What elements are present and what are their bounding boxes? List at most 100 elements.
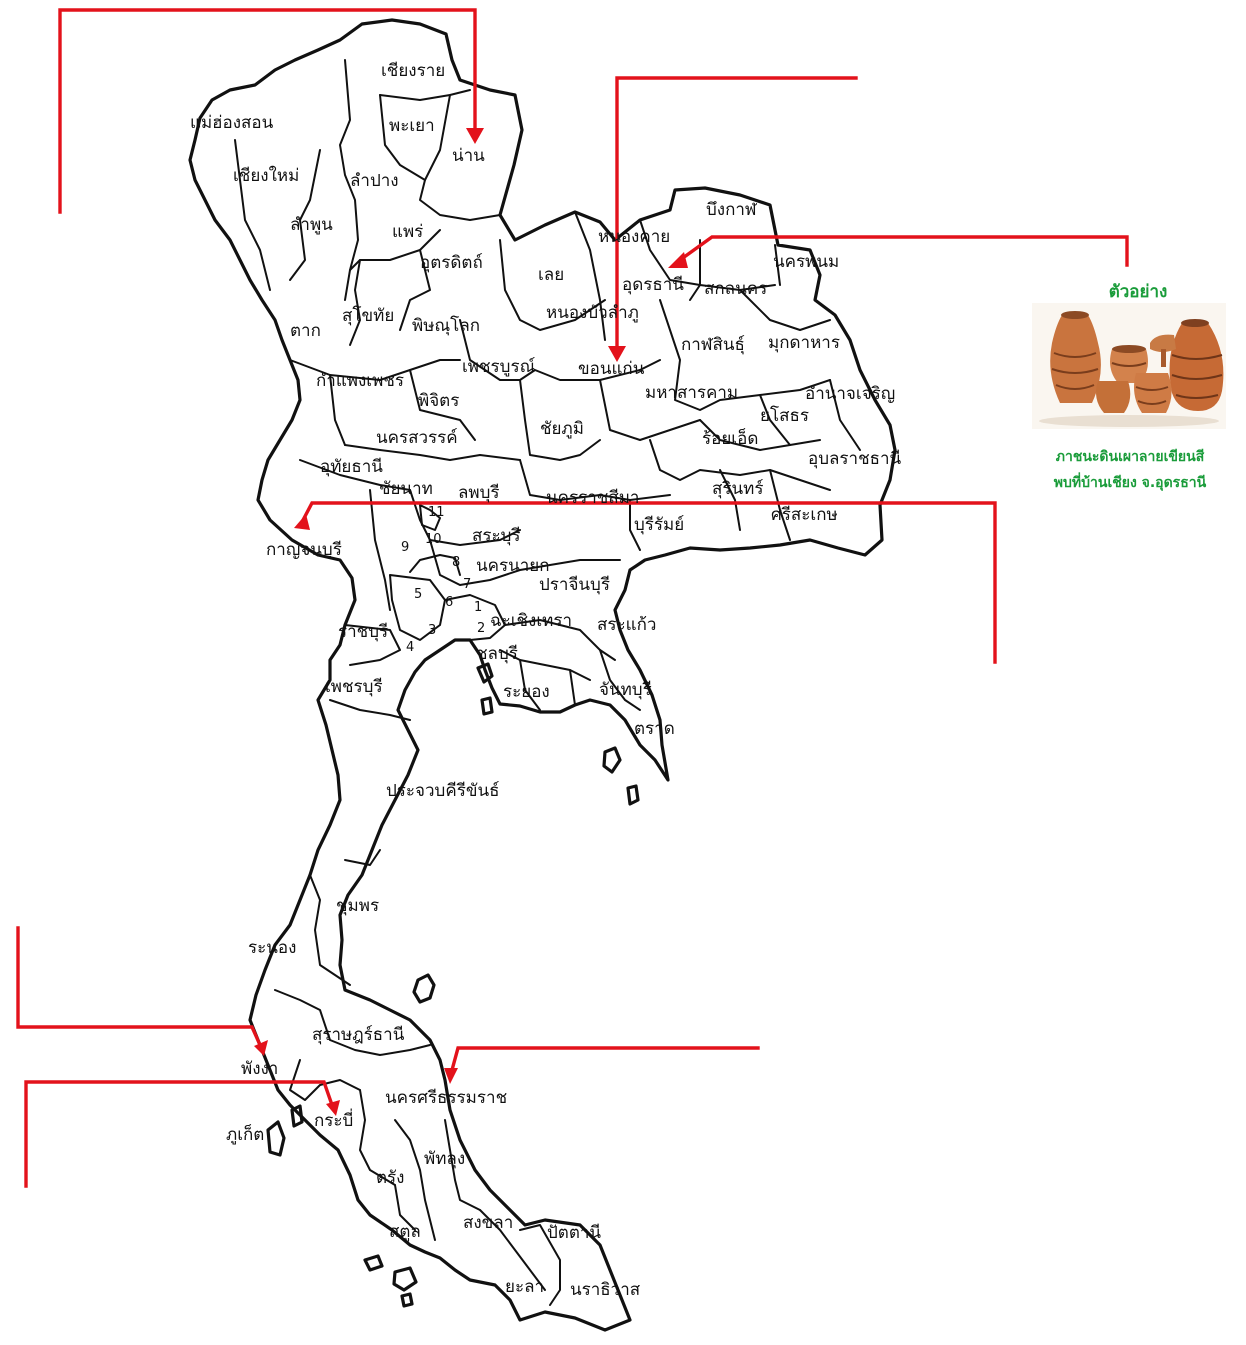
province-label-sukhothai: สุโขทัย (342, 305, 394, 326)
arrow-heads (254, 128, 688, 1116)
province-label-phang-nga: พังงา (241, 1059, 278, 1079)
province-label-mukdahan: มุกดาหาร (768, 333, 840, 353)
province-label-nong-khai: หนองคาย (598, 227, 670, 247)
province-label-ranong: ระนอง (248, 938, 296, 958)
province-label-nakhon-si-thammarat: นครศรีธรรมราช (385, 1088, 507, 1108)
province-label-kalasin: กาฬสินธุ์ (681, 335, 745, 355)
central-number-2: 2 (477, 621, 485, 636)
central-number-9: 9 (401, 540, 409, 555)
province-label-lampang: ลำปาง (350, 171, 399, 191)
province-label-surat-thani: สุราษฎร์ธานี (312, 1025, 405, 1045)
arrow-to-nakhon-si-thammarat (449, 1046, 760, 1073)
province-label-nakhon-nayok: นครนายก (476, 556, 550, 576)
province-label-chaiyaphum: ชัยภูมิ (540, 419, 584, 439)
province-label-trang: ตรัง (376, 1168, 404, 1188)
arrow-to-phang-nga (16, 926, 263, 1048)
island-rayong (480, 696, 494, 716)
province-label-satun: สตูล (389, 1222, 421, 1242)
province-label-nan: น่าน (452, 146, 485, 166)
province-label-nakhon-phanom: นครพนม (773, 252, 839, 272)
province-label-yasothon: ยโสธร (760, 405, 809, 426)
province-label-chonburi: ชลบุรี (476, 644, 518, 664)
province-label-phitsanulok: พิษณุโลก (412, 315, 480, 336)
island-koh-samui (412, 973, 436, 1004)
island-satun-1 (392, 1266, 418, 1292)
province-label-prachinburi: ปราจีนบุรี (539, 575, 610, 595)
province-label-mae-hong-son: แม่ฮ่องสอน (190, 113, 274, 133)
province-label-chiang-rai: เชียงราย (381, 61, 445, 81)
arrowhead-udon-thani (668, 252, 688, 268)
province-label-bueng-kan: บึงกาฬ (706, 200, 758, 220)
island-chonburi (476, 662, 494, 684)
province-label-chai-nat: ชัยนาท (379, 479, 433, 499)
arrow-to-kanchanaburi (299, 501, 997, 664)
arrow-to-nan (58, 8, 477, 214)
province-label-chumphon: ชุมพร (336, 896, 379, 916)
province-label-phetchaburi: เพชรบุรี (325, 677, 383, 697)
legend-caption: ภาชนะดินเผาลายเขียนสี พบที่บ้านเชียง จ.อ… (1024, 444, 1236, 496)
province-label-narathiwat: นราธิวาส (570, 1280, 641, 1300)
province-label-phuket: ภูเก็ต (226, 1123, 264, 1145)
arrowhead-kanchanaburi (294, 514, 310, 530)
province-label-trat: ตราด (634, 719, 675, 739)
province-label-sakon-nakhon: สกลนคร (704, 279, 767, 299)
arrow-to-khon-kaen (615, 76, 858, 352)
arrowhead-nakhon-si-thammarat (444, 1068, 458, 1084)
legend-caption-line-2: พบที่บ้านเชียง จ.อุดรธานี (1053, 475, 1207, 491)
island-koh-chang (602, 746, 622, 774)
province-label-phichit: พิจิตร (418, 391, 459, 411)
central-number-7: 7 (463, 577, 471, 592)
arrow-to-krabi (24, 1080, 335, 1188)
province-borders (234, 59, 861, 1306)
country-border (188, 18, 897, 1332)
legend-title: ตัวอย่าง (1108, 282, 1168, 302)
province-label-pattani: ปัตตานี (547, 1223, 601, 1243)
central-number-1: 1 (474, 600, 482, 615)
island-phang-nga-bay (290, 1104, 304, 1128)
province-label-buriram: บุรีรัมย์ (634, 515, 684, 535)
province-label-amnat-charoen: อำนาจเจริญ (805, 384, 895, 404)
province-label-songkhla: สงขลา (463, 1213, 513, 1233)
central-number-3: 3 (428, 623, 436, 638)
pottery-icon (1032, 303, 1226, 429)
island-phuket (266, 1120, 286, 1157)
central-number-10: 10 (425, 532, 442, 547)
province-label-nakhon-sawan: นครสวรรค์ (376, 428, 458, 448)
province-label-lamphun: ลำพูน (290, 215, 333, 235)
province-label-chanthaburi: จันทบุรี (599, 680, 652, 700)
island-satun-3 (400, 1292, 414, 1308)
province-label-ubon: อุบลราชธานี (808, 449, 902, 469)
arrowhead-khon-kaen (608, 346, 626, 362)
province-label-chachoengsao: ฉะเชิงเทรา (490, 611, 572, 631)
province-label-khon-kaen: ขอนแก่น (578, 359, 645, 379)
province-label-uttaradit: อุตรดิตถ์ (420, 253, 483, 273)
province-label-phatthalung: พัทลุง (424, 1149, 465, 1169)
island-trat-small (626, 784, 640, 806)
province-label-phayao: พะเยา (389, 116, 435, 136)
arrowhead-phang-nga (254, 1040, 268, 1056)
province-label-kamphaeng-phet: กำแพงเพชร (316, 371, 404, 391)
province-label-tak: ตาก (290, 321, 321, 341)
province-label-prachuap: ประจวบคีรีขันธ์ (386, 781, 499, 801)
province-label-nakhon-ratchasima: นครราชสีมา (546, 488, 639, 508)
province-label-sa-kaeo: สระแก้ว (597, 615, 656, 635)
province-label-ratchaburi: ราชบุรี (338, 622, 388, 642)
central-number-5: 5 (414, 587, 422, 602)
province-label-nong-bua-lamphu: หนองบัวลำภู (546, 303, 639, 323)
legend-caption-line-1: ภาชนะดินเผาลายเขียนสี (1055, 449, 1205, 465)
province-label-chiang-mai: เชียงใหม่ (233, 165, 299, 186)
province-label-surin: สุรินทร์ (712, 479, 763, 499)
province-label-saraburi: สระบุรี (472, 526, 521, 546)
province-label-roi-et: ร้อยเอ็ด (702, 427, 758, 449)
province-label-phrae: แพร่ (392, 222, 423, 242)
province-label-uthai-thani: อุทัยธานี (320, 457, 383, 477)
central-number-labels: 1 2 3 4 5 6 7 8 9 10 11 (401, 505, 485, 655)
annotation-arrows (16, 8, 1129, 1188)
province-label-kanchanaburi: กาญจนบุรี (266, 540, 342, 560)
province-label-loei: เลย (538, 265, 564, 285)
province-label-sisaket: ศรีสะเกษ (771, 505, 838, 525)
province-label-phetchabun: เพชรบูรณ์ (462, 357, 536, 377)
central-number-11: 11 (428, 505, 445, 520)
